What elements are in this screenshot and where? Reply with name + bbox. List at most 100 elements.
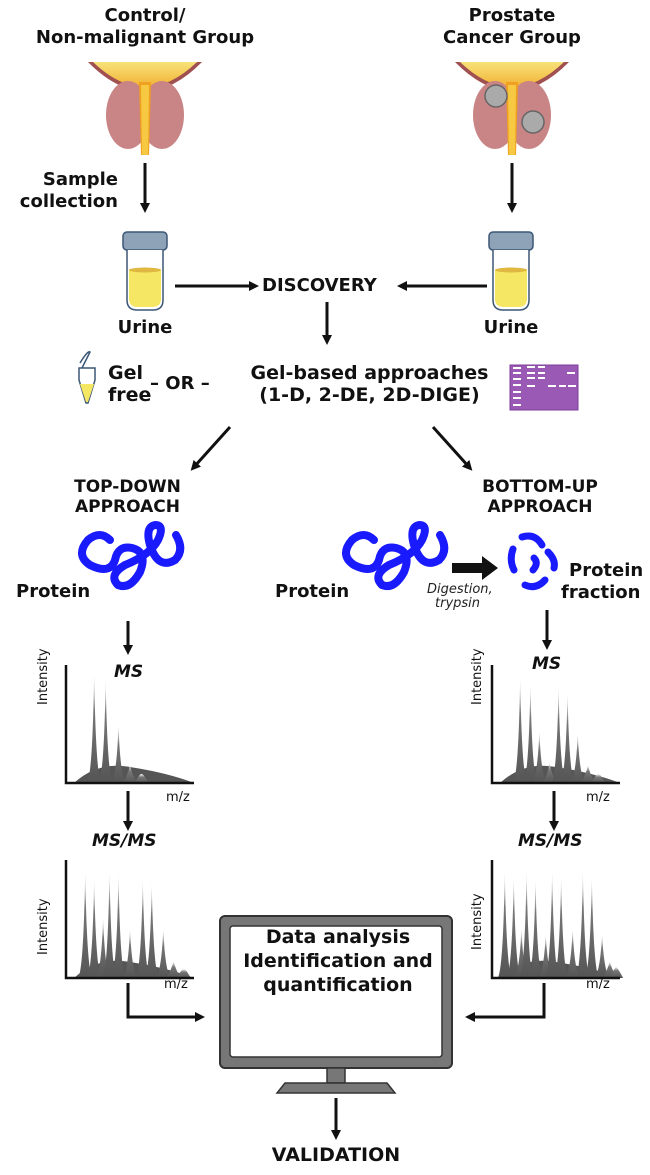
gel-free-line2: free <box>108 384 152 406</box>
bottom-up-ms-spectrum <box>490 665 620 785</box>
spectrum-peak <box>166 961 181 978</box>
top-down-ms-label: MS <box>114 662 144 682</box>
top-down-protein-label: Protein <box>16 581 91 602</box>
gel-plate-icon <box>509 364 579 411</box>
spectrum-peak <box>87 671 102 783</box>
validation-label: VALIDATION <box>271 1144 401 1166</box>
axis-mz-label: m/z <box>586 977 610 992</box>
protein-coil-bottomup-icon <box>342 520 449 591</box>
top-down-msms-spectrum <box>64 860 194 980</box>
gel-free-line1: Gel <box>108 362 143 384</box>
spectrum-axes <box>490 665 620 785</box>
spectrum-peak <box>532 730 547 783</box>
spectrum-peak <box>87 877 102 978</box>
spectrum-axes <box>490 860 620 980</box>
data-analysis-line1: Data analysis <box>265 926 411 948</box>
tumor-icon <box>521 110 545 134</box>
spectrum-peak <box>111 872 126 978</box>
spectrum-peak <box>96 916 111 978</box>
spectrum-axes <box>64 860 194 980</box>
spectrum-peak <box>513 675 528 783</box>
axis-intensity-label: Intensity <box>36 648 51 705</box>
spectrum-axes <box>64 665 194 785</box>
spectra-layer <box>64 665 624 980</box>
control-prostate-illustration <box>88 62 202 155</box>
spectrum-peak <box>528 877 543 978</box>
urine-tube-right-icon <box>488 231 534 311</box>
bottom-up-title-line2: APPROACH <box>487 497 593 517</box>
digestion-line1: Digestion, <box>427 582 493 597</box>
spectrum-peak <box>595 933 610 978</box>
spectrum-peak <box>176 968 191 978</box>
spectrum-peak <box>98 677 113 783</box>
bottom-up-title-line1: BOTTOM-UP <box>482 477 598 497</box>
spectrum-peak <box>514 927 529 978</box>
discovery-label: DISCOVERY <box>262 275 377 296</box>
bottom-up-protein-label: Protein <box>275 581 350 602</box>
urine-left-label: Urine <box>117 317 173 338</box>
spectrum-peak <box>497 869 512 978</box>
spectrum-peak <box>591 773 606 783</box>
axis-intensity-label: Intensity <box>470 648 485 705</box>
spectrum-peak <box>584 874 599 978</box>
cancer-group-title-line2: Cancer Group <box>443 27 581 48</box>
spectrum-peak <box>560 691 575 783</box>
spectrum-peak <box>134 773 149 783</box>
bottom-up-msms-spectrum <box>490 860 624 980</box>
spectrum-peak <box>519 869 534 978</box>
spectrum-peak <box>581 765 595 783</box>
data-analysis-line2: Identification and <box>243 949 433 972</box>
spectrum-peak <box>123 927 137 978</box>
spectrum-peak <box>135 877 150 978</box>
spectrum-peak <box>523 682 538 783</box>
top-down-title-line2: APPROACH <box>74 497 181 517</box>
urine-right-label: Urine <box>483 317 539 338</box>
spectrum-peak <box>538 933 553 978</box>
top-down-msms-label: MS/MS <box>92 831 157 851</box>
tumor-icon <box>484 84 508 108</box>
spectrum-peak <box>78 869 93 978</box>
top-down-ms-spectrum <box>64 665 194 785</box>
spectrum-peak <box>102 869 117 978</box>
spectrum-peak <box>575 869 590 978</box>
spectrum-peak <box>565 927 580 978</box>
spectrum-peak <box>111 723 126 783</box>
protein-fraction-line2: fraction <box>561 582 641 603</box>
protein-coil-topdown-icon <box>78 520 185 591</box>
cancer-group-title-line1: Prostate <box>468 5 556 26</box>
data-analysis-line3: quantification <box>263 973 413 996</box>
control-group-title-line2: Non-malignant Group <box>35 27 255 48</box>
spectrum-peak <box>551 684 566 783</box>
urine-tube-left-icon <box>122 231 168 311</box>
spectrum-peak <box>542 762 557 783</box>
protein-fraction-line1: Protein <box>569 560 644 581</box>
axis-intensity-label: Intensity <box>470 893 485 950</box>
cancer-prostate-illustration <box>455 62 569 155</box>
data-analysis-text: Data analysis Identification and quantif… <box>233 926 443 997</box>
gel-based-line2: (1-D, 2-DE, 2D-DIGE) <box>259 384 480 406</box>
digestion-label: Digestion, trypsin <box>427 582 493 612</box>
or-separator: – OR – <box>150 373 210 394</box>
sample-collection-line1: Sample <box>42 169 118 190</box>
control-group-title: Control/ <box>90 6 200 26</box>
spectrum-peak <box>570 732 585 783</box>
axis-mz-label: m/z <box>164 977 188 992</box>
top-down-title-line1: TOP-DOWN <box>74 477 181 497</box>
spectrum-peak <box>554 874 569 978</box>
spectrum-peak <box>156 927 171 978</box>
eppendorf-tube-icon <box>78 350 96 404</box>
control-title-line1: Control/ <box>104 5 186 26</box>
digestion-arrow <box>452 556 498 580</box>
spectrum-peak <box>123 765 137 783</box>
digestion-line2: trypsin <box>435 596 481 612</box>
spectrum-peak <box>545 869 560 978</box>
axis-mz-label: m/z <box>166 790 190 805</box>
sample-collection-line2: collection <box>19 191 118 212</box>
protein-fragments-icon <box>507 532 558 591</box>
axis-intensity-label: Intensity <box>36 898 51 955</box>
spectrum-peak <box>506 874 521 978</box>
spectrum-peak <box>609 966 624 978</box>
spectrum-peak <box>144 881 159 978</box>
gel-based-line1: Gel-based approaches <box>250 362 489 384</box>
